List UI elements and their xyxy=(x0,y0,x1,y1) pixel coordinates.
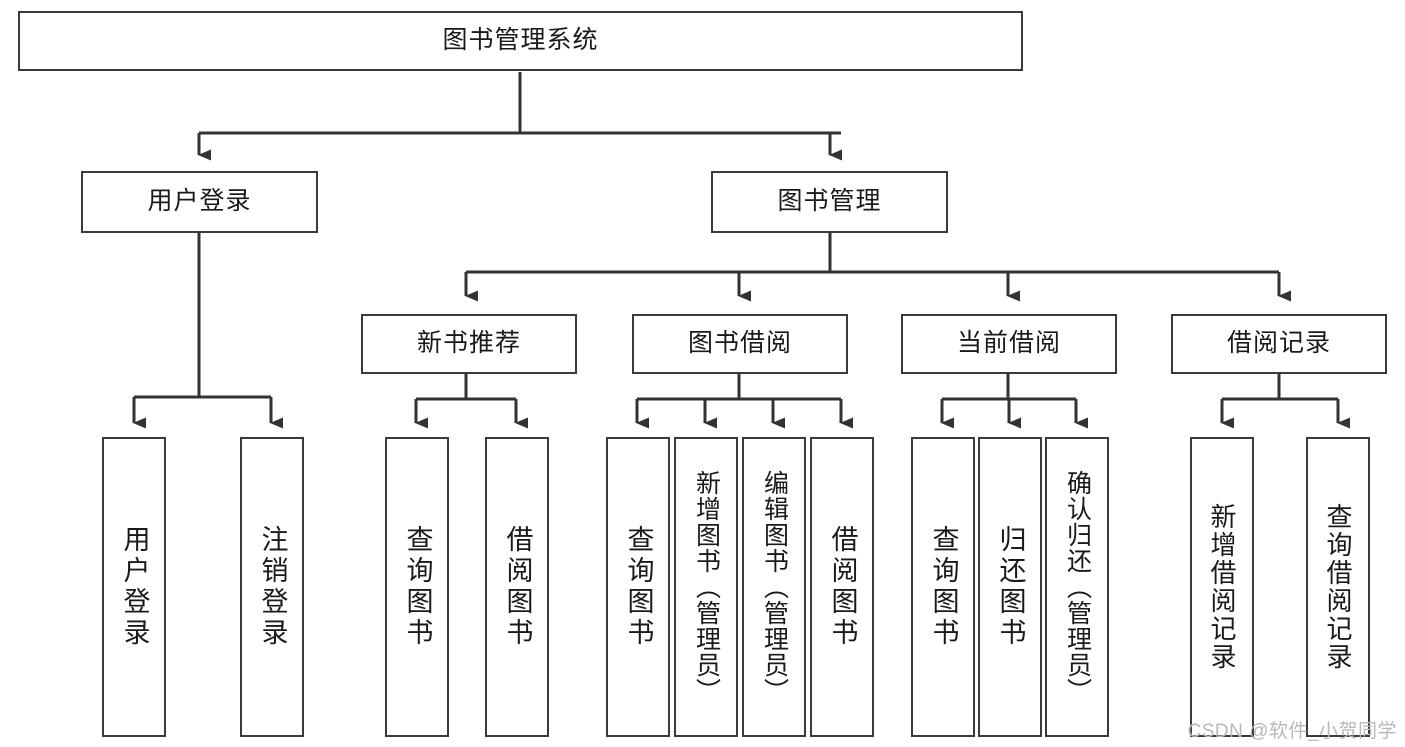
leaf-current-confirm-return[interactable]: 确认归还（管理员） xyxy=(1045,437,1109,737)
leaf-current-query-book[interactable]: 查询图书 xyxy=(911,437,975,737)
leaf-user-login-login[interactable]: 用户登录 xyxy=(102,437,166,737)
node-current-borrow[interactable]: 当前借阅 xyxy=(901,314,1117,374)
leaf-user-login-logout[interactable]: 注销登录 xyxy=(240,437,304,737)
node-book-management[interactable]: 图书管理 xyxy=(711,171,948,233)
node-root-label: 图书管理系统 xyxy=(442,26,599,55)
leaf-current-query-book-label: 查询图书 xyxy=(928,525,959,649)
node-new-book-recommend[interactable]: 新书推荐 xyxy=(361,314,577,374)
leaf-record-add-record-label: 新增借阅记录 xyxy=(1207,503,1237,671)
leaf-borrow-query-book[interactable]: 查询图书 xyxy=(606,437,670,737)
node-borrow-record-label: 借阅记录 xyxy=(1226,329,1331,358)
leaf-borrow-add-book-label: 新增图书（管理员） xyxy=(692,470,721,704)
node-borrow-record[interactable]: 借阅记录 xyxy=(1171,314,1387,374)
node-book-borrow-label: 图书借阅 xyxy=(687,329,792,358)
leaf-user-login-login-label: 用户登录 xyxy=(119,525,150,649)
node-new-book-recommend-label: 新书推荐 xyxy=(416,329,521,358)
leaf-current-confirm-return-label: 确认归还（管理员） xyxy=(1063,470,1092,704)
leaf-recommend-borrow-book-label: 借阅图书 xyxy=(502,525,533,649)
leaf-recommend-query-book-label: 查询图书 xyxy=(402,525,433,649)
node-user-login[interactable]: 用户登录 xyxy=(81,171,318,233)
leaf-current-return-book-label: 归还图书 xyxy=(995,525,1026,649)
leaf-borrow-add-book[interactable]: 新增图书（管理员） xyxy=(674,437,738,737)
leaf-borrow-edit-book[interactable]: 编辑图书（管理员） xyxy=(742,437,806,737)
leaf-borrow-borrow-book[interactable]: 借阅图书 xyxy=(810,437,874,737)
node-current-borrow-label: 当前借阅 xyxy=(956,329,1061,358)
node-root[interactable]: 图书管理系统 xyxy=(18,11,1023,71)
leaf-record-query-record-label: 查询借阅记录 xyxy=(1323,503,1353,671)
leaf-current-return-book[interactable]: 归还图书 xyxy=(978,437,1042,737)
leaf-record-add-record[interactable]: 新增借阅记录 xyxy=(1190,437,1254,737)
leaf-user-login-logout-label: 注销登录 xyxy=(257,525,288,649)
node-user-login-label: 用户登录 xyxy=(147,187,252,216)
node-book-management-label: 图书管理 xyxy=(777,187,882,216)
leaf-record-query-record[interactable]: 查询借阅记录 xyxy=(1306,437,1370,737)
leaf-borrow-edit-book-label: 编辑图书（管理员） xyxy=(760,470,789,704)
node-book-borrow[interactable]: 图书借阅 xyxy=(632,314,848,374)
leaf-recommend-borrow-book[interactable]: 借阅图书 xyxy=(485,437,549,737)
leaf-borrow-borrow-book-label: 借阅图书 xyxy=(827,525,858,649)
leaf-recommend-query-book[interactable]: 查询图书 xyxy=(385,437,449,737)
watermark-text: CSDN @软件_小贺同学 xyxy=(1187,721,1397,742)
leaf-borrow-query-book-label: 查询图书 xyxy=(623,525,654,649)
